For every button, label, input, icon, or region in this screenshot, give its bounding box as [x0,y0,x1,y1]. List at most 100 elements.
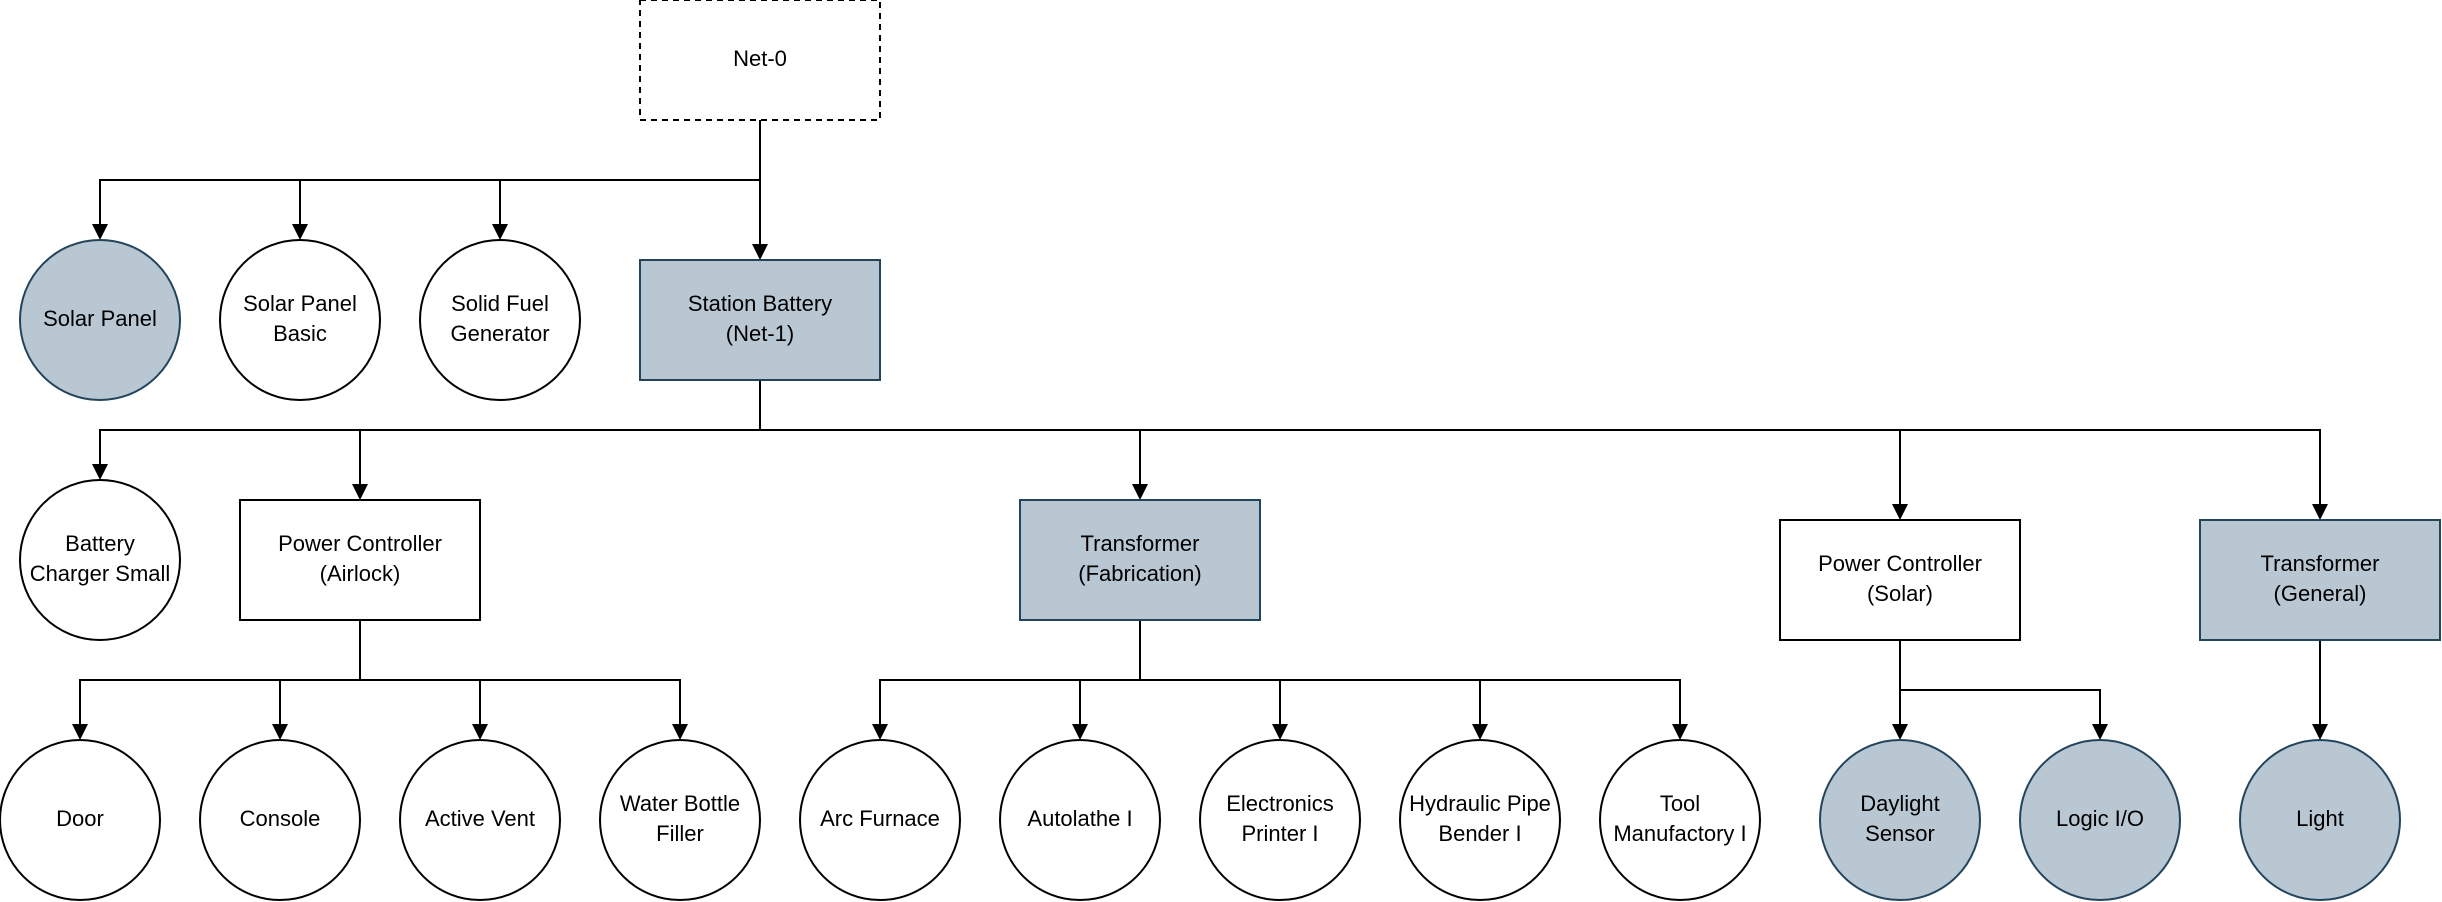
rect-shape [1779,519,2021,641]
node-label: Charger Small [30,561,171,586]
node-door: Door [0,739,161,901]
node-label: (Fabrication) [1078,561,1201,586]
node-label: (Net-1) [726,321,794,346]
node-label: Solar Panel [43,306,157,331]
edge-net0-to-solid_fuel_generator [499,120,761,228]
node-label: Light [2296,806,2344,831]
circle-shape [219,239,381,401]
node-label: Logic I/O [2056,806,2144,831]
node-label: Bender I [1438,821,1521,846]
node-label: Printer I [1241,821,1318,846]
edge-transformer_fabrication-to-tool_manufactory [1139,620,1681,728]
arrowhead-hydraulic_pipe_bender [1472,724,1488,740]
node-label: Battery [65,531,135,556]
node-station-battery: Station Battery (Net-1) [639,259,881,381]
circle-shape [0,739,161,901]
node-label: (Airlock) [320,561,401,586]
arrowhead-electronics_printer [1272,724,1288,740]
node-label: Arc Furnace [820,806,940,831]
edge-power_controller_airlock-to-active_vent [359,620,481,728]
edge-transformer_fabrication-to-autolathe [1079,620,1141,728]
edge-transformer_fabrication-to-electronics_printer [1139,620,1281,728]
node-label: (General) [2274,581,2367,606]
node-logic-io: Logic I/O [2019,739,2181,901]
edge-net0-to-solar_panel_basic [299,120,761,228]
circle-shape [2019,739,2181,901]
arrowhead-power_controller_solar [1892,504,1908,520]
arrowhead-transformer_fabrication [1132,484,1148,500]
node-solar-panel: Solar Panel [19,239,181,401]
circle-shape [599,739,761,901]
node-label: Tool [1660,791,1700,816]
node-label: Autolathe I [1027,806,1132,831]
node-autolathe: Autolathe I [999,739,1161,901]
circle-shape [399,739,561,901]
node-label: Filler [656,821,704,846]
circle-shape [1399,739,1561,901]
edge-power_controller_airlock-to-water_bottle_filler [359,620,681,728]
node-label: Active Vent [425,806,535,831]
edge-station_battery-to-power_controller_solar [759,380,1901,508]
arrowhead-console [272,724,288,740]
edge-power_controller_solar-to-logic_io [1899,640,2101,728]
node-label: Solar Panel [243,291,357,316]
dashed-rect-shape [639,0,881,121]
circle-shape [1599,739,1761,901]
arrowhead-autolathe [1072,724,1088,740]
edge-station_battery-to-transformer_fabrication [759,380,1141,488]
node-transformer-general: Transformer(General) [2199,519,2441,641]
edge-power_controller_airlock-to-console [279,620,361,728]
node-label: Console [240,806,321,831]
node-arc-furnace: Arc Furnace [799,739,961,901]
arrowhead-power_controller_airlock [352,484,368,500]
node-console: Console [199,739,361,901]
circle-shape [419,239,581,401]
circle-shape [2239,739,2401,901]
node-label: Station Battery [688,291,832,316]
arrowhead-daylight_sensor [1892,724,1908,740]
node-label: Door [56,806,104,831]
rect-shape [639,259,881,381]
node-light: Light [2239,739,2401,901]
node-label: Water Bottle [620,791,740,816]
rect-shape [2199,519,2441,641]
arrowhead-water_bottle_filler [672,724,688,740]
arrowhead-solar_panel [92,224,108,240]
node-label: Hydraulic Pipe [1409,791,1551,816]
node-label: Generator [450,321,549,346]
node-label: Solid Fuel [451,291,549,316]
edge-station_battery-to-transformer_general [759,380,2321,508]
circle-shape [1199,739,1361,901]
node-active-vent: Active Vent [399,739,561,901]
arrowhead-transformer_general [2312,504,2328,520]
edges-layer [72,120,2328,740]
arrowhead-solid_fuel_generator [492,224,508,240]
arrowhead-station_battery [752,244,768,260]
arrowhead-door [72,724,88,740]
arrowhead-active_vent [472,724,488,740]
arrowhead-light [2312,724,2328,740]
node-label: Power Controller [1818,551,1982,576]
node-label: Basic [273,321,327,346]
rect-shape [239,499,481,621]
arrowhead-tool_manufactory [1672,724,1688,740]
edge-station_battery-to-battery_charger_small [99,380,761,468]
node-power-controller-airlock: Power Controller(Airlock) [239,499,481,621]
circle-shape [799,739,961,901]
circle-shape [19,239,181,401]
edge-transformer_fabrication-to-arc_furnace [879,620,1141,728]
node-label: Transformer [1081,531,1200,556]
arrowhead-arc_furnace [872,724,888,740]
node-label: (Solar) [1867,581,1933,606]
edge-transformer_fabrication-to-hydraulic_pipe_bender [1139,620,1481,728]
circle-shape [999,739,1161,901]
